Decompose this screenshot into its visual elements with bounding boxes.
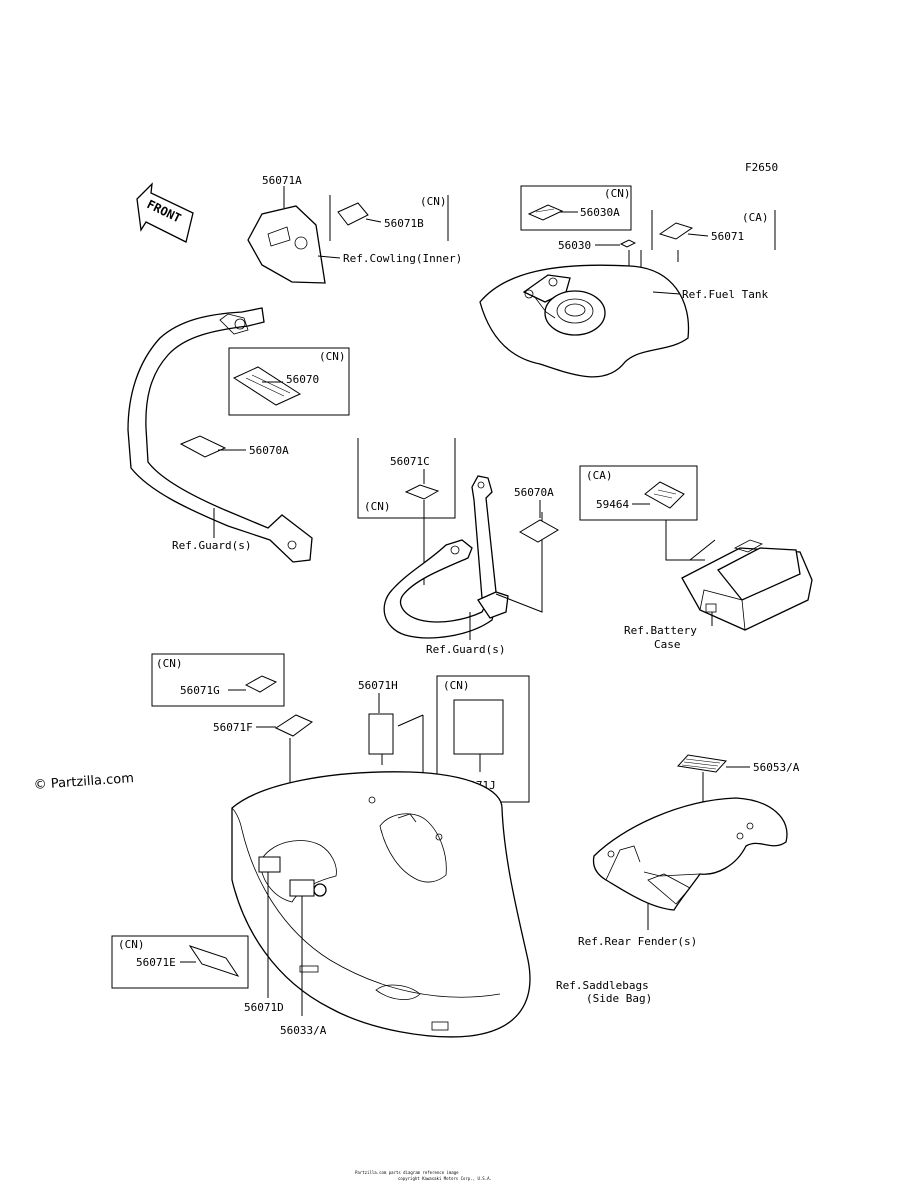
footer-line-2: copyright Kawasaki Motors Corp., U.S.A.: [398, 1176, 492, 1181]
front-arrow-icon: FRONT: [136, 182, 194, 243]
label-cn-4: (CN): [364, 500, 391, 513]
label-56033A: 56033/A: [280, 1024, 327, 1037]
decal-56071B: [337, 202, 369, 226]
label-ref-cowling-inner: Ref.Cowling(Inner): [343, 252, 462, 265]
cn-box-56030A: (CN) 56030A: [520, 185, 632, 231]
label-56070A-1: 56070A: [249, 444, 289, 457]
decal-56071J: [453, 699, 504, 755]
battery-case-part: [681, 539, 813, 631]
label-ref-saddlebags-2: (Side Bag): [586, 992, 652, 1005]
label-56071E: 56071E: [136, 956, 176, 969]
decal-56053A: [677, 754, 727, 773]
label-ref-battery-1: Ref.Battery: [624, 624, 697, 637]
fuel-tank-part: [479, 264, 690, 378]
label-cn-2: (CN): [604, 187, 631, 200]
label-56071D: 56071D: [244, 1001, 284, 1014]
label-ref-saddlebags-1: Ref.Saddlebags: [556, 979, 649, 992]
label-ref-rear-fender: Ref.Rear Fender(s): [578, 935, 697, 948]
label-ref-fuel-tank: Ref.Fuel Tank: [682, 288, 768, 301]
label-59464: 59464: [596, 498, 629, 511]
figure-code: F2650: [745, 161, 778, 174]
cn-box-56071C: 56071C (CN): [357, 438, 456, 519]
cn-box-56070: (CN) 56070: [228, 347, 350, 416]
label-56071C: 56071C: [390, 455, 430, 468]
footer-line-1: Partzilla.com parts diagram reference im…: [355, 1170, 459, 1175]
decal-56071E: [188, 945, 240, 977]
decal-56070A-center: [519, 519, 559, 543]
label-56071H: 56071H: [358, 679, 398, 692]
label-56053A: 56053/A: [753, 761, 800, 774]
label-56071F: 56071F: [213, 721, 253, 734]
decal-56030A: [527, 204, 564, 221]
label-cn-7: (CN): [118, 938, 145, 951]
label-56030A: 56030A: [580, 206, 620, 219]
decal-56071G: [244, 675, 278, 693]
label-cn-6: (CN): [443, 679, 470, 692]
decal-56071C: [404, 484, 440, 500]
label-cn-1: (CN): [420, 195, 447, 208]
label-cn-3: (CN): [319, 350, 346, 363]
label-ref-guard-1: Ref.Guard(s): [172, 539, 251, 552]
label-56070A-2: 56070A: [514, 486, 554, 499]
ca-box-59464: (CA) 59464: [579, 465, 698, 521]
label-ca-2: (CA): [586, 469, 613, 482]
label-ref-battery-2: Case: [654, 638, 681, 651]
label-ref-guard-2: Ref.Guard(s): [426, 643, 505, 656]
decal-56070A-left: [179, 435, 227, 458]
decal-56071: [658, 222, 694, 240]
label-56070: 56070: [286, 373, 319, 386]
decal-59464: [644, 481, 685, 509]
decal-56033A: [289, 879, 315, 897]
cn-box-56071E: (CN) 56071E: [111, 935, 249, 989]
label-56071: 56071: [711, 230, 744, 243]
label-cn-5: (CN): [156, 657, 183, 670]
ca-box-56071: (CA) 56071: [651, 210, 776, 262]
decal-56071F: [274, 714, 313, 737]
label-56071B: 56071B: [384, 217, 424, 230]
saddlebag-part: [231, 771, 531, 1038]
guard-left-part: [127, 307, 313, 563]
label-56071G: 56071G: [180, 684, 220, 697]
rear-fender-part: [592, 797, 788, 911]
label-56071A: 56071A: [262, 174, 302, 187]
decal-56071D: [258, 856, 281, 873]
label-56030: 56030: [558, 239, 591, 252]
decal-56071H: [368, 713, 394, 755]
guard-center-part: [383, 475, 509, 639]
watermark: © Partzilla.com: [33, 771, 134, 793]
cn-box-56071G: (CN) 56071G: [151, 653, 285, 707]
decal-56030: [619, 239, 637, 248]
cowling-inner-part: [247, 205, 326, 284]
cn-box-56071B: (CN) 56071B: [329, 195, 449, 241]
label-ca-1: (CA): [742, 211, 769, 224]
